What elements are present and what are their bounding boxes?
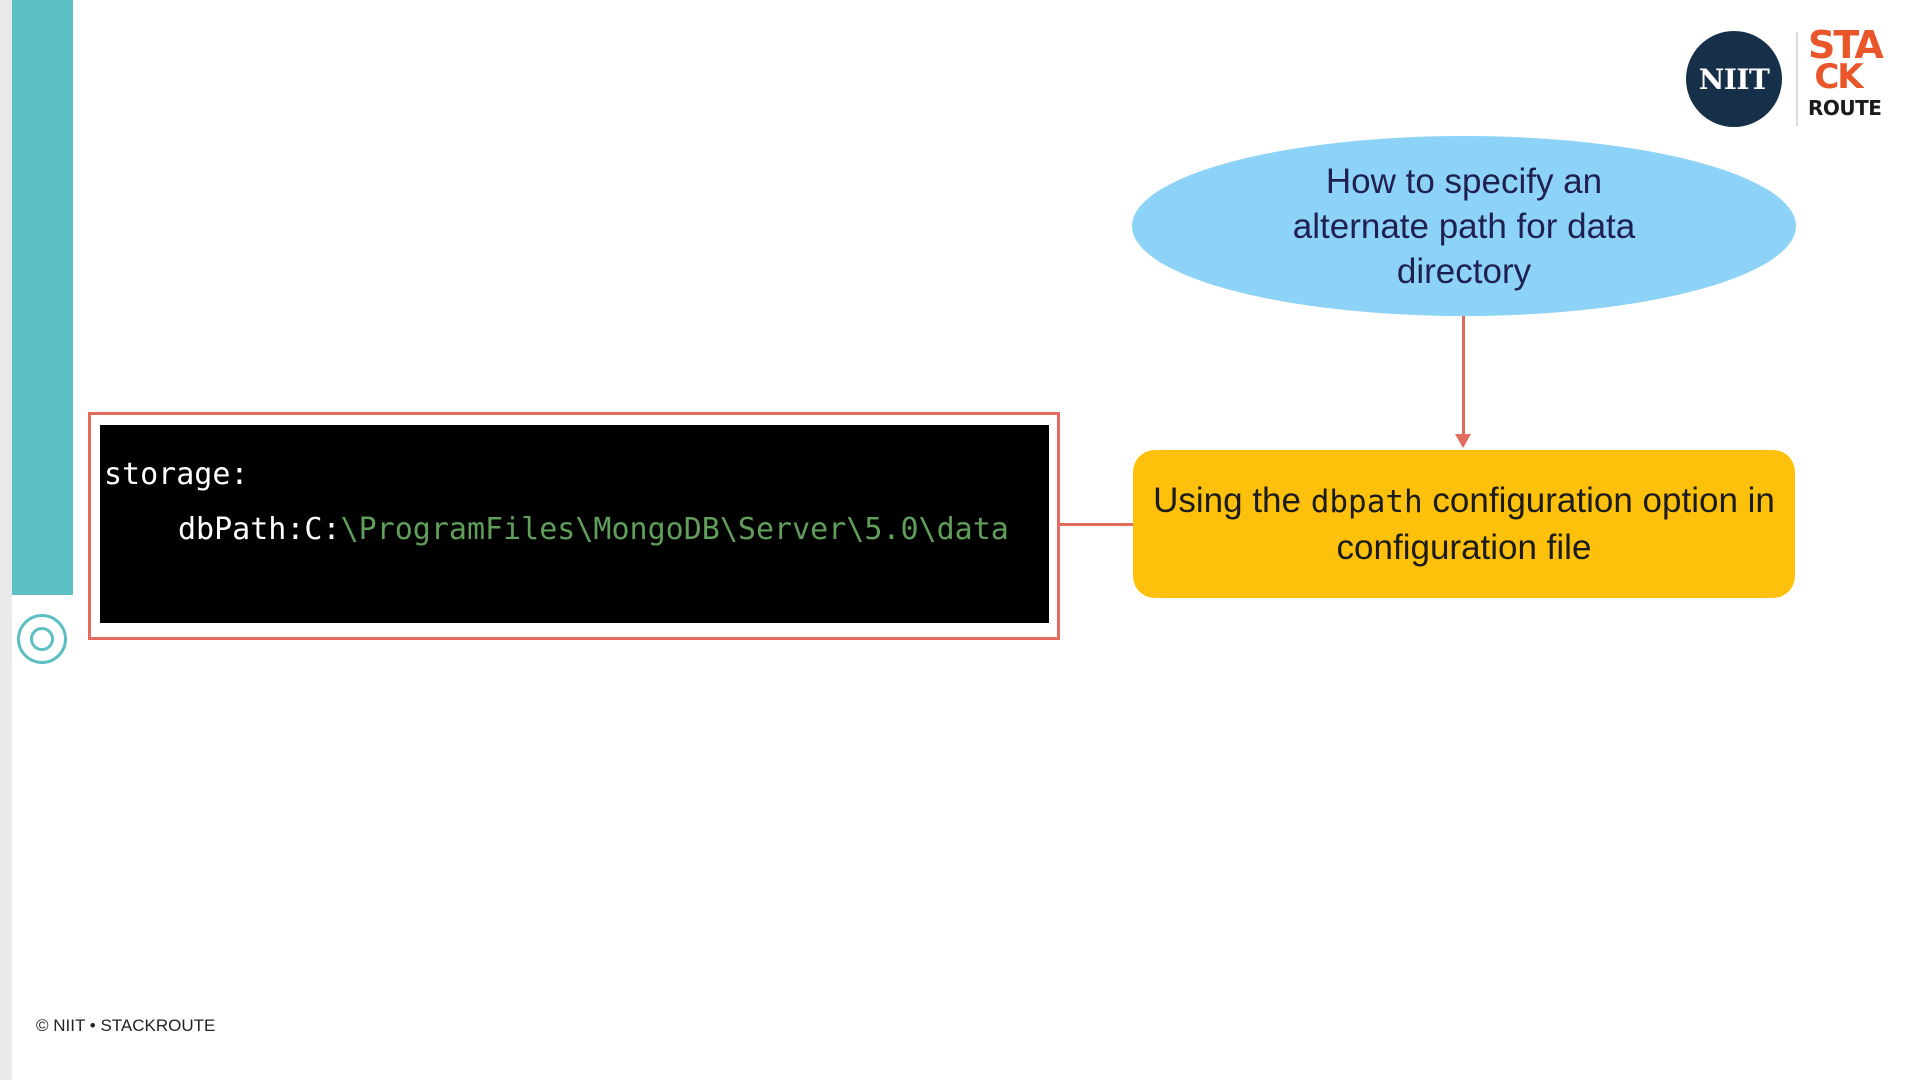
code-line-storage: storage: bbox=[104, 457, 249, 492]
logo-divider bbox=[1796, 32, 1798, 126]
answer-suffix: configuration option in configuration fi… bbox=[1336, 481, 1775, 567]
question-text: How to specify an alternate path for dat… bbox=[1292, 161, 1636, 291]
stackroute-logo-mid: CK bbox=[1814, 57, 1863, 97]
copyright-footer: © NIIT • STACKROUTE bbox=[36, 1016, 216, 1035]
code-dbpath-value: \ProgramFiles\MongoDB\Server\5.0\data bbox=[340, 512, 1009, 547]
answer-box: Using the dbpath configuration option in… bbox=[1133, 450, 1795, 598]
code-snippet: storage: dbPath:C:\ProgramFiles\MongoDB\S… bbox=[100, 425, 1049, 623]
box-connector-line bbox=[1060, 523, 1133, 526]
left-edge-strip bbox=[0, 0, 12, 1080]
code-dbpath-key: dbPath:C: bbox=[178, 512, 341, 547]
code-line-dbpath: dbPath:C:\ProgramFiles\MongoDB\Server\5.… bbox=[104, 512, 1049, 547]
teal-accent-bar bbox=[12, 0, 73, 595]
arrow-head bbox=[1455, 434, 1471, 448]
stackroute-logo-bottom: ROUTE bbox=[1808, 96, 1882, 120]
stackroute-logo: STA CK ROUTE bbox=[1808, 23, 1884, 120]
answer-keyword: dbpath bbox=[1310, 484, 1423, 520]
answer-prefix: Using the bbox=[1153, 481, 1311, 520]
target-circle-icon bbox=[17, 614, 67, 664]
niit-logo-text: NIIT bbox=[1698, 62, 1770, 96]
niit-logo: NIIT bbox=[1686, 31, 1782, 127]
answer-text: Using the dbpath configuration option in… bbox=[1133, 478, 1795, 570]
question-oval: How to specify an alternate path for dat… bbox=[1132, 136, 1796, 316]
stackroute-logo-top: STA bbox=[1808, 23, 1884, 67]
arrow-connector bbox=[1462, 316, 1465, 438]
